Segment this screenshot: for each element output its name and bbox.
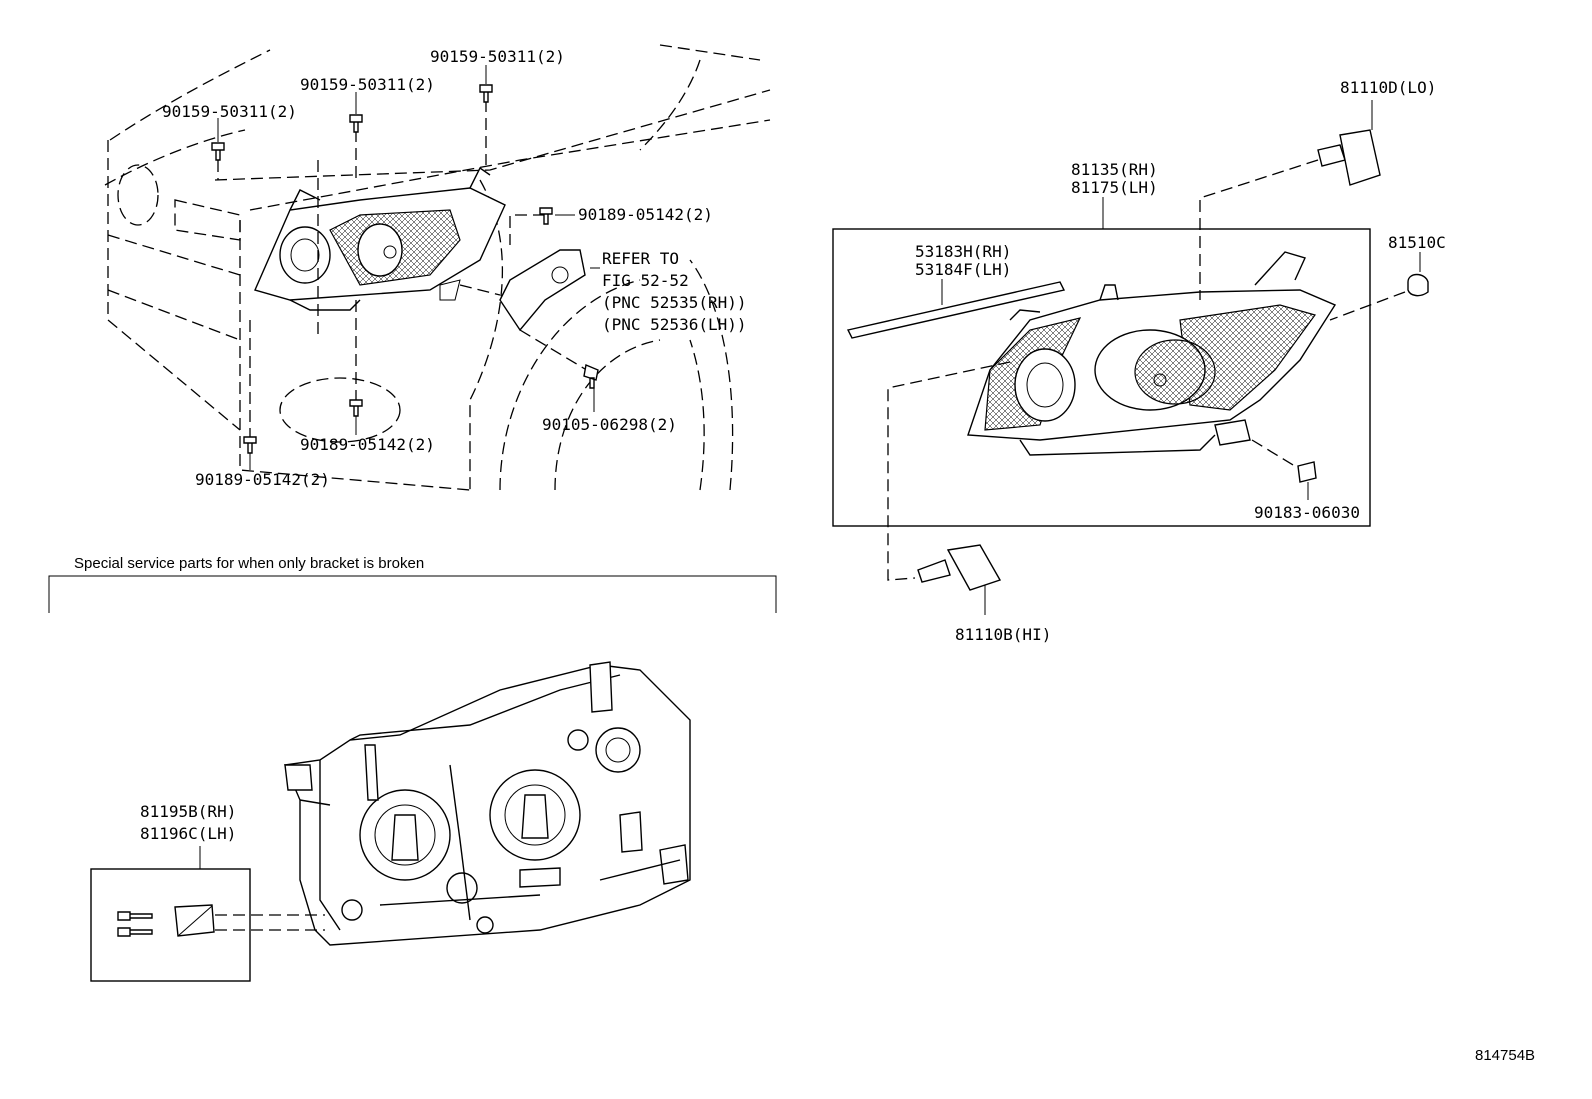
label-bolt-bracket: 90105-06298(2) bbox=[542, 415, 677, 434]
label-refer-line-4: (PNC 52536(LH)) bbox=[602, 315, 747, 334]
label-side-bulb: 81510C bbox=[1388, 233, 1446, 252]
label-refer-line-1: REFER TO bbox=[602, 249, 679, 268]
label-bracket-lh: 81196C(LH) bbox=[140, 824, 236, 843]
bulb-lo-icon bbox=[1317, 100, 1381, 186]
screw-icon bbox=[349, 399, 363, 417]
label-nut: 90183-06030 bbox=[1254, 503, 1360, 522]
label-screw-bottom-center: 90189-05142(2) bbox=[300, 435, 435, 454]
label-leaders bbox=[217, 65, 600, 470]
label-headlamp-rh: 81135(RH) bbox=[1071, 160, 1158, 179]
screw-icon bbox=[117, 927, 153, 937]
label-refer-line-2: FIG 52-52 bbox=[602, 271, 689, 290]
label-bulb-hi: 81110B(HI) bbox=[955, 625, 1051, 644]
bolt-icon bbox=[583, 364, 599, 389]
screw-icon bbox=[243, 436, 257, 454]
bolt-icon bbox=[349, 114, 363, 133]
service-section-bracket bbox=[48, 575, 777, 613]
bolt-icon bbox=[479, 84, 493, 103]
headlamp-rear-view bbox=[283, 661, 691, 946]
label-headlamp-lh: 81175(LH) bbox=[1071, 178, 1158, 197]
side-bulb-icon bbox=[1407, 252, 1429, 297]
label-screw-right: 90189-05142(2) bbox=[578, 205, 713, 224]
headlamp-assembly-frame bbox=[832, 228, 1371, 527]
label-molding-lh: 53184F(LH) bbox=[915, 260, 1011, 279]
screw-icon bbox=[117, 911, 153, 921]
bolt-icon bbox=[211, 142, 225, 161]
bracket-detail-frame bbox=[90, 868, 251, 982]
label-refer-line-3: (PNC 52535(RH)) bbox=[602, 293, 747, 312]
vehicle-front-illustration bbox=[104, 44, 771, 491]
label-bracket-rh: 81195B(RH) bbox=[140, 802, 236, 821]
bracket-detail bbox=[90, 846, 325, 982]
label-bolt-top-1: 90159-50311(2) bbox=[162, 102, 297, 121]
bulb-hi-icon bbox=[917, 544, 1002, 615]
label-molding-rh: 53183H(RH) bbox=[915, 242, 1011, 261]
fastener-icons bbox=[211, 84, 599, 454]
label-bolt-top-2: 90159-50311(2) bbox=[300, 75, 435, 94]
service-note: Special service parts for when only brac… bbox=[74, 555, 424, 572]
nut-icon bbox=[1297, 461, 1317, 500]
molding-strip bbox=[846, 281, 1066, 339]
label-bolt-top-3: 90159-50311(2) bbox=[430, 47, 565, 66]
label-screw-bottom-left: 90189-05142(2) bbox=[195, 470, 330, 489]
label-bulb-lo: 81110D(LO) bbox=[1340, 78, 1436, 97]
diagram-id: 814754B bbox=[1475, 1047, 1535, 1064]
headlamp-assembly-group bbox=[832, 100, 1429, 615]
screw-icon bbox=[539, 207, 553, 225]
